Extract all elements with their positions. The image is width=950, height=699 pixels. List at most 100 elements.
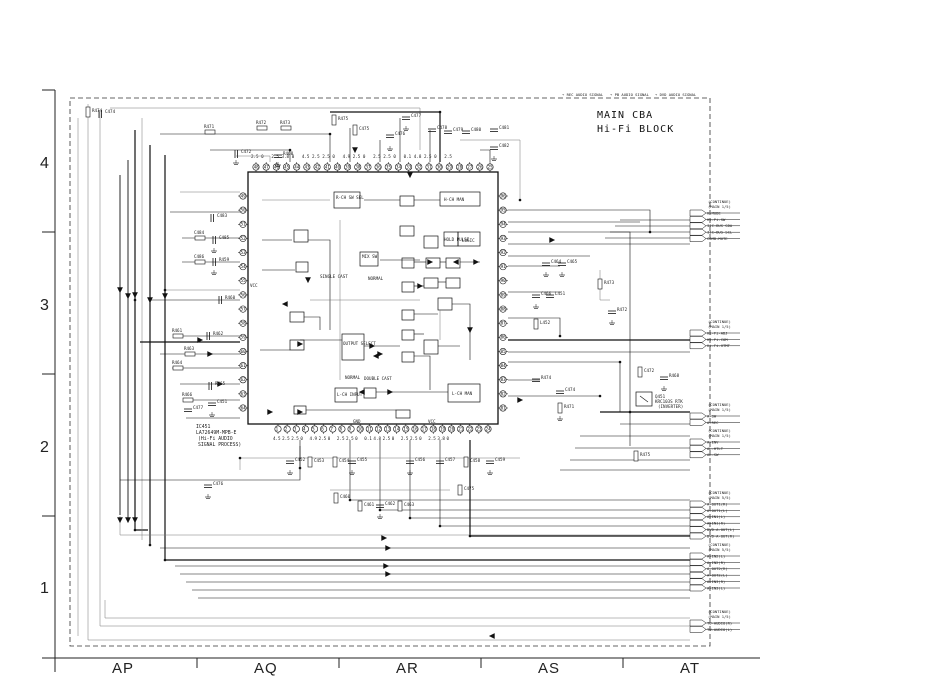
ic-pin: [347, 425, 355, 433]
ic-pin: [239, 291, 247, 299]
connector-signal: Hi-Fi-ADJ: [707, 330, 728, 335]
connector-header: (CONTINUE): [708, 609, 731, 614]
ic-pin: [301, 425, 309, 433]
connector-signal: A-IN1(R): [707, 521, 725, 526]
row-number: 1: [40, 580, 49, 597]
ic-pin-number: 42: [315, 164, 321, 169]
ic-pin-number: 11: [367, 426, 373, 431]
connector-signal: TU-AUDIO(R): [707, 620, 732, 625]
ic-pin-number: 47: [264, 164, 270, 169]
component-ref: C480: [471, 127, 482, 132]
ic-internal-blocks: [289, 191, 481, 419]
ic-pin-number: 25: [488, 164, 494, 169]
pin-voltage: 4.8: [373, 436, 381, 441]
component-ref: R468: [283, 151, 294, 156]
pin-voltage: 0: [434, 154, 437, 159]
ic-pin: [311, 425, 319, 433]
ic-pin-number: 53: [241, 250, 247, 255]
block-label: OUTPUT SELECT: [343, 341, 376, 346]
ic-pin-number: 41: [325, 164, 331, 169]
block-label: GND: [353, 419, 361, 424]
connector-signal: H-MODE: [707, 210, 721, 215]
component-ref: R464: [172, 360, 183, 365]
ic-pin: [344, 163, 352, 171]
ic-pin: [354, 163, 362, 171]
ic-pin-number: 23: [476, 426, 482, 431]
column-label: AT: [680, 660, 700, 677]
ic-pin: [384, 163, 392, 171]
pin-voltage: 2.5: [383, 436, 391, 441]
ic-pin: [384, 425, 392, 433]
ic-pin-number: 30: [437, 164, 443, 169]
ic451-label: IC451 LA72649M-MPB-E (Hi-Fi AUDIO SIGNAL…: [196, 424, 241, 448]
ic-pin: [499, 192, 507, 200]
ic-pin-number: 56: [241, 292, 247, 297]
ic-pin: [499, 319, 507, 327]
ic-pin-number: 82: [501, 391, 507, 396]
ic-pin: [447, 425, 455, 433]
ic-pin-number: 45: [284, 164, 290, 169]
ic-pin: [338, 425, 346, 433]
grid-axis-bottom: [42, 657, 760, 672]
component-ref: C477: [193, 405, 204, 410]
ic-pin: [283, 425, 291, 433]
connector-header: (MAIN 5/5): [708, 547, 731, 552]
connector-signal: COMB-MUTE: [707, 236, 728, 241]
ic-pin-number: 52: [241, 236, 247, 241]
ic-pin: [239, 362, 247, 370]
connector-header: (MAIN 1/5): [708, 433, 731, 438]
grid-column-labels: AP AQ AR AS AT: [112, 660, 700, 677]
pin-voltage: 2.5: [251, 154, 259, 159]
column-label: AQ: [254, 660, 278, 677]
ic-pin-number: 84: [501, 363, 507, 368]
connector-signal: AL-HTLT: [707, 446, 724, 451]
component-ref: C476: [395, 131, 406, 136]
ic-pin-number: 35: [386, 164, 392, 169]
block-label: HOLD PULSE: [444, 237, 470, 242]
ic-pin-number: 49: [241, 193, 247, 198]
ic-pin-number: 63: [241, 391, 247, 396]
ic-pin: [466, 425, 474, 433]
component-ref: R465: [215, 381, 226, 386]
connector-signal: A-IN2(L): [707, 553, 725, 558]
ic-pin: [420, 425, 428, 433]
ic-pin: [499, 347, 507, 355]
pin-voltage: 4.9: [343, 154, 351, 159]
ic-pin-number: 15: [403, 426, 409, 431]
ic-pin: [239, 263, 247, 271]
ic-pin-number: 37: [366, 164, 372, 169]
ic-pin: [484, 425, 492, 433]
pin-voltage: 0: [355, 436, 358, 441]
component-ref: C466: [541, 291, 552, 296]
component-ref: C476: [213, 481, 224, 486]
pin-voltage: 2.5: [271, 154, 279, 159]
pin-voltage: 2.5: [291, 436, 299, 441]
ic-pin: [455, 163, 463, 171]
ic-pin: [272, 163, 280, 171]
component-ref: C453: [314, 458, 325, 463]
ic-pin-number: 31: [427, 164, 433, 169]
ic-pin: [239, 390, 247, 398]
ic-pin: [239, 319, 247, 327]
block-label: MIX SW: [362, 254, 378, 259]
ic-pin: [499, 249, 507, 257]
pin-voltage: 2.5: [383, 154, 391, 159]
connector-signal: IIC-BUS SDA: [707, 223, 733, 228]
ic-description: (Hi-Fi AUDIO: [198, 436, 233, 442]
ic-pin-number: 40: [335, 164, 341, 169]
ic-pin: [457, 425, 465, 433]
ic-pin: [435, 163, 443, 171]
ic-pin: [374, 163, 382, 171]
ic-pin-number: 36: [376, 164, 382, 169]
component-ref: C479: [453, 127, 464, 132]
ic-designator: IC451: [196, 424, 211, 430]
ic-pin: [499, 390, 507, 398]
connector-labels: (CONTINUE) (MAIN 1/5) H-MODE Hi-Fi-SWIIC-BU…: [689, 199, 740, 633]
connector-signal: DVD-A-OUT(R): [707, 533, 734, 538]
connector-signal: Hi-Fi-SW: [707, 217, 726, 222]
ic-pin: [239, 404, 247, 412]
component-ref: L452: [540, 320, 551, 325]
ic-pin: [499, 277, 507, 285]
ic-pin-number: 55: [241, 278, 247, 283]
component-ref: R461: [172, 328, 183, 333]
